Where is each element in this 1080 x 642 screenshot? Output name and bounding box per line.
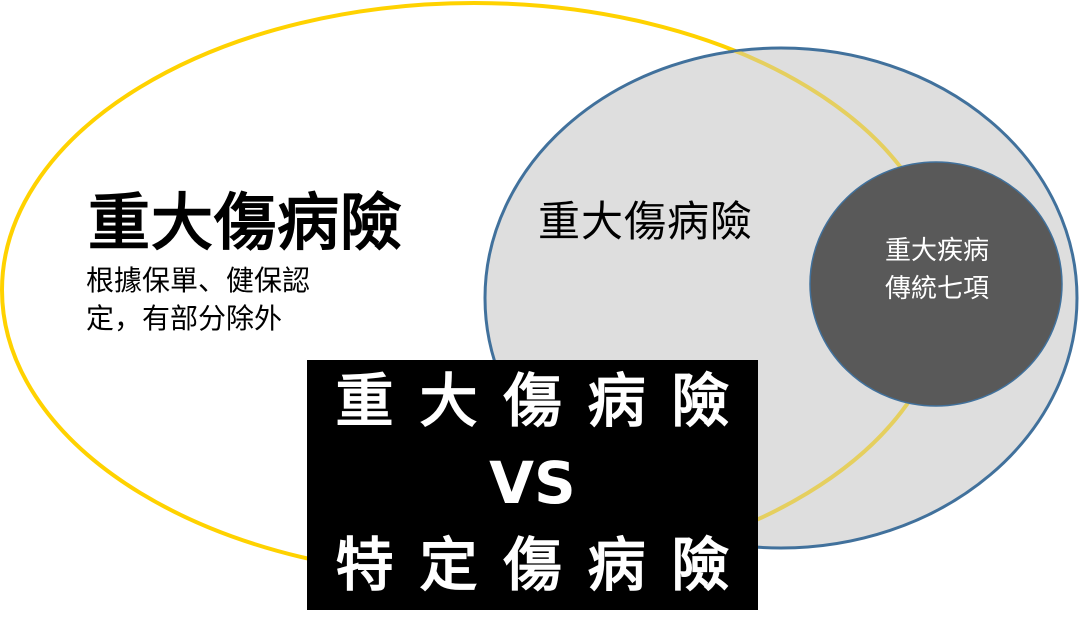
inner-circle-label: 重大疾病 傳統七項: [812, 232, 1062, 308]
inner-circle-line1: 重大疾病: [884, 236, 989, 266]
outer-title: 重大傷病險: [88, 186, 404, 259]
middle-title: 重大傷病險: [538, 197, 754, 246]
inner-circle-line2: 傳統七項: [884, 274, 989, 304]
banner-line-3: 特定傷病險: [335, 531, 756, 599]
banner-line-1: 重大傷病險: [335, 367, 756, 435]
inner-circle-critical-illness: [809, 161, 1063, 407]
comparison-banner: 重大傷病險 VS 特定傷病險: [307, 360, 758, 610]
banner-vs: VS: [489, 449, 576, 517]
outer-note: 根據保單、健保認定，有部分除外: [86, 264, 311, 335]
